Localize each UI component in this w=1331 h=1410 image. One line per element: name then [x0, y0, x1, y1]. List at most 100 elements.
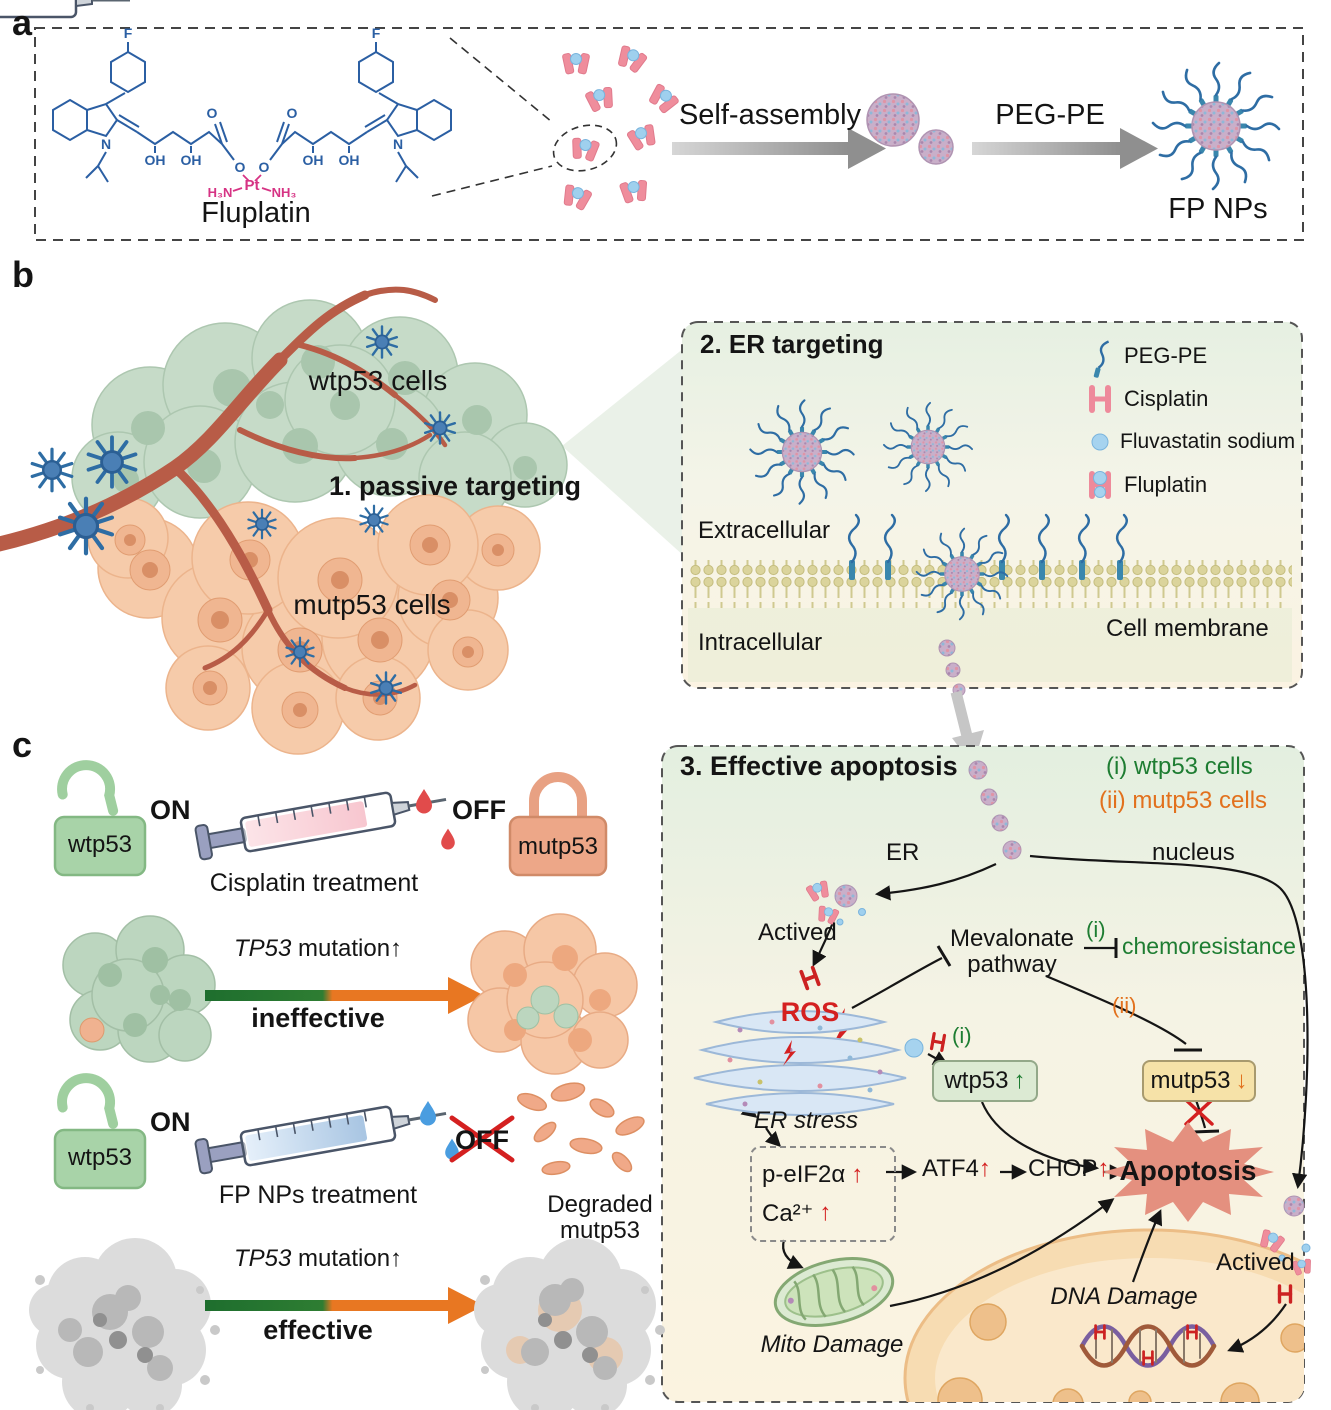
atom-n-left: N [101, 136, 111, 152]
actived-right-label: Actived [1216, 1249, 1295, 1276]
legend-label-peg-pe: PEG-PE [1124, 343, 1208, 368]
mutation-text-2: mutation [291, 1245, 391, 1272]
mutp53-cells-label: mutp53 cells [293, 589, 451, 620]
atf4-text: ATF4 [922, 1155, 979, 1182]
ca-up-arrow: ↑ [819, 1199, 832, 1226]
atom-h3n: H₃N [208, 185, 233, 200]
passive-targeting-label: 1. passive targeting [328, 471, 582, 501]
atom-f-right: F [372, 25, 381, 41]
atom-oh1: OH [145, 152, 166, 168]
fluplatin-label: Fluplatin [201, 197, 311, 229]
key-wtp53: (i) wtp53 cells [1106, 753, 1253, 780]
on-label-1: ON [150, 795, 191, 825]
off-label-2: OFF [455, 1125, 509, 1155]
atom-o3: O [235, 159, 246, 175]
degraded-mutp53-fragments [516, 1082, 645, 1176]
i-tag-2: (i) [952, 1023, 972, 1048]
red-drop-1 [416, 789, 432, 814]
atf4-label: ATF4↑ [922, 1156, 991, 1182]
dna-helix [1079, 1324, 1217, 1368]
legend-label-cisplatin: Cisplatin [1124, 386, 1209, 411]
cell-membrane-label: Cell membrane [1106, 615, 1269, 642]
intracellular-label: Intracellular [698, 629, 823, 656]
peg-pe-icon [1093, 340, 1110, 378]
legend-label-fluvastatin: Fluvastatin sodium [1120, 430, 1296, 453]
zoom-beam [562, 348, 684, 556]
self-assembly-label: Self-assembly [678, 99, 862, 131]
i-tag: (i) [1086, 917, 1106, 942]
mito-damage-label: Mito Damage [760, 1331, 904, 1358]
mitochondria [773, 1257, 895, 1327]
atom-nh3: NH₃ [272, 185, 297, 200]
er-stress-signal-box: p-eIF2α ↑ Ca²⁺ ↑ [750, 1146, 896, 1242]
assembled-nanoparticles [866, 93, 954, 165]
tumor-mutp53-region [87, 494, 541, 755]
ca-label: Ca²⁺ [762, 1199, 814, 1227]
ii-tag: (ii) [1112, 993, 1137, 1018]
er-organelle [693, 1010, 907, 1116]
degraded-mutp53-label: Degraded mutp53 [547, 1191, 653, 1244]
off-label-1: OFF [452, 795, 506, 825]
wtp53-state-box: wtp53 ↑ [932, 1060, 1038, 1102]
lock3-label: wtp53 [67, 1144, 133, 1171]
ros-label: ROS [780, 997, 840, 1027]
effective-label: effective [263, 1315, 373, 1345]
p-eif2a-label: p-eIF2α [762, 1160, 846, 1188]
on-label-2: ON [150, 1107, 191, 1137]
lock2-label: mutp53 [517, 833, 599, 860]
red-drop-2 [441, 828, 455, 850]
mutation-text-1: mutation [291, 935, 391, 962]
panel-label-c: c [12, 724, 33, 765]
atom-f-left: F [124, 25, 133, 41]
mutation-arrow-2 [205, 1287, 484, 1324]
blood-vessels [0, 286, 448, 697]
mini-tumor-green [62, 915, 216, 1063]
dna-damage-label: DNA Damage [1050, 1283, 1198, 1310]
p-eif2a-up-arrow: ↑ [851, 1160, 864, 1188]
intracellular-zone [688, 608, 1292, 682]
atf4-up-arrow: ↑ [978, 1155, 991, 1182]
tp53-gene-1: TP53 [233, 935, 292, 962]
tp53-gene-2: TP53 [233, 1245, 292, 1272]
wtp53-cells-label: wtp53 cells [308, 365, 448, 396]
atom-n-right: N [393, 136, 403, 152]
atom-oh2: OH [181, 152, 202, 168]
internalized-nps [938, 639, 966, 697]
fluvastatin-icon [1091, 433, 1109, 451]
atom-oh4: OH [339, 152, 360, 168]
apoptosis-label: Apoptosis [1119, 1155, 1257, 1186]
mutp53-state-label: mutp53 [1150, 1067, 1231, 1094]
fluplatin-icon [1092, 471, 1108, 498]
mutation-up-2: ↑ [390, 1245, 403, 1272]
lock-wtp53-open-2 [53, 1073, 147, 1190]
er-label: ER [886, 839, 920, 866]
panel-label-b: b [12, 254, 34, 295]
blocked-cross [1184, 1098, 1214, 1126]
panel-a-box [34, 27, 1304, 241]
mutp53-state-box: mutp53 ↓ [1142, 1060, 1256, 1102]
nucleus-label: nucleus [1152, 839, 1235, 866]
mini-tumor-orange [467, 913, 638, 1075]
pegylation-arrow [972, 128, 1158, 169]
chop-text: CHOP [1028, 1155, 1098, 1182]
lock1-label: wtp53 [67, 831, 133, 858]
chop-label: CHOP↑ [1028, 1156, 1109, 1182]
peg-pe-label: PEG-PE [995, 99, 1105, 131]
np-entry-trail [968, 760, 1022, 860]
atom-pt: Pt [245, 177, 260, 194]
lock-mutp53-closed [508, 772, 608, 877]
fluplatin-structure: F F N N OH OH OH OH O O O O Pt H₃N NH₃ [52, 25, 452, 200]
tp53-mutation-label-2: TP53 mutation↑ [234, 1246, 402, 1272]
cisplatin-syringe [193, 781, 451, 862]
lock-wtp53-open-1 [53, 760, 147, 877]
apoptosis-title: 3. Effective apoptosis [680, 751, 958, 781]
key-mutp53: (ii) mutp53 cells [1099, 787, 1268, 814]
er-targeting-title: 2. ER targeting [700, 329, 884, 359]
panel-label-a: a [12, 2, 33, 43]
off-cross [449, 1115, 515, 1163]
zoom-leader-lines [431, 37, 618, 197]
nucleus-np-cluster [1256, 1195, 1314, 1304]
nucleus-blob [903, 1228, 1304, 1402]
mutp53-down-arrow: ↓ [1235, 1067, 1248, 1094]
